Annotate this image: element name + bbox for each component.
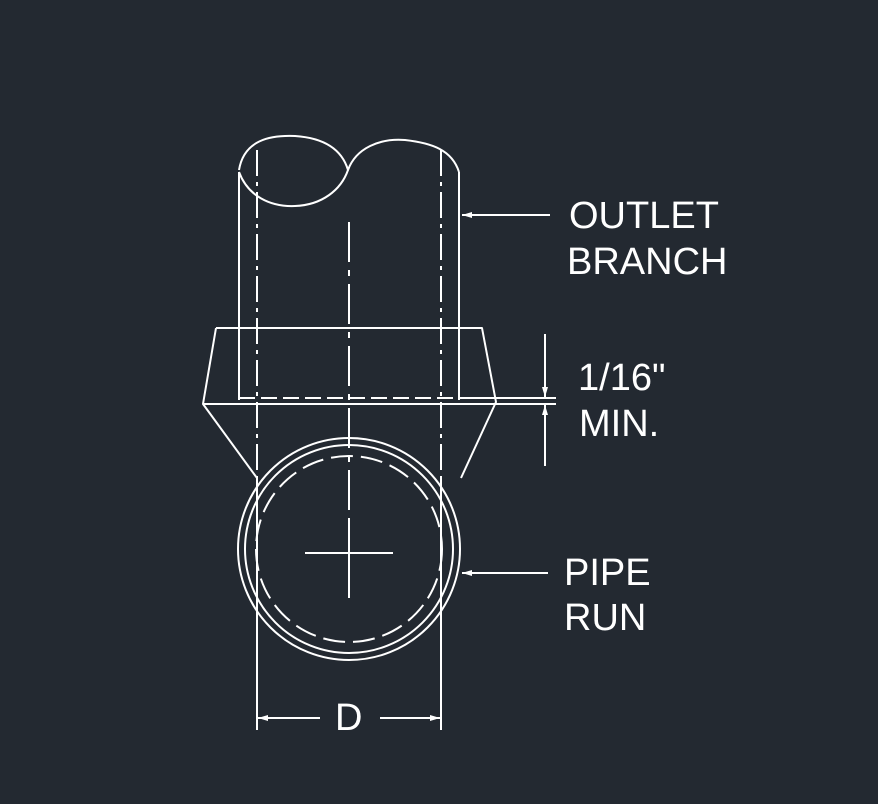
pipe-run-label-line2: RUN <box>564 597 647 639</box>
outlet-branch-pipe <box>238 134 460 480</box>
dimension-d <box>256 480 442 730</box>
pipe-run-label-line1: PIPE <box>564 552 651 594</box>
pipe-run-outer-circle <box>237 437 461 661</box>
gap-dimension <box>459 334 556 466</box>
pipe-run-outer-circle-edge <box>244 444 454 654</box>
pipe-break-symbol <box>238 134 460 173</box>
gap-label-line2: MIN. <box>579 403 660 445</box>
outlet-branch-label-line2: BRANCH <box>567 241 728 283</box>
outlet-branch-label-line1: OUTLET <box>569 195 719 237</box>
pipe-break-underside <box>238 169 349 208</box>
gap-label-line1: 1/16" <box>578 357 666 399</box>
dimension-d-label: D <box>335 697 363 739</box>
